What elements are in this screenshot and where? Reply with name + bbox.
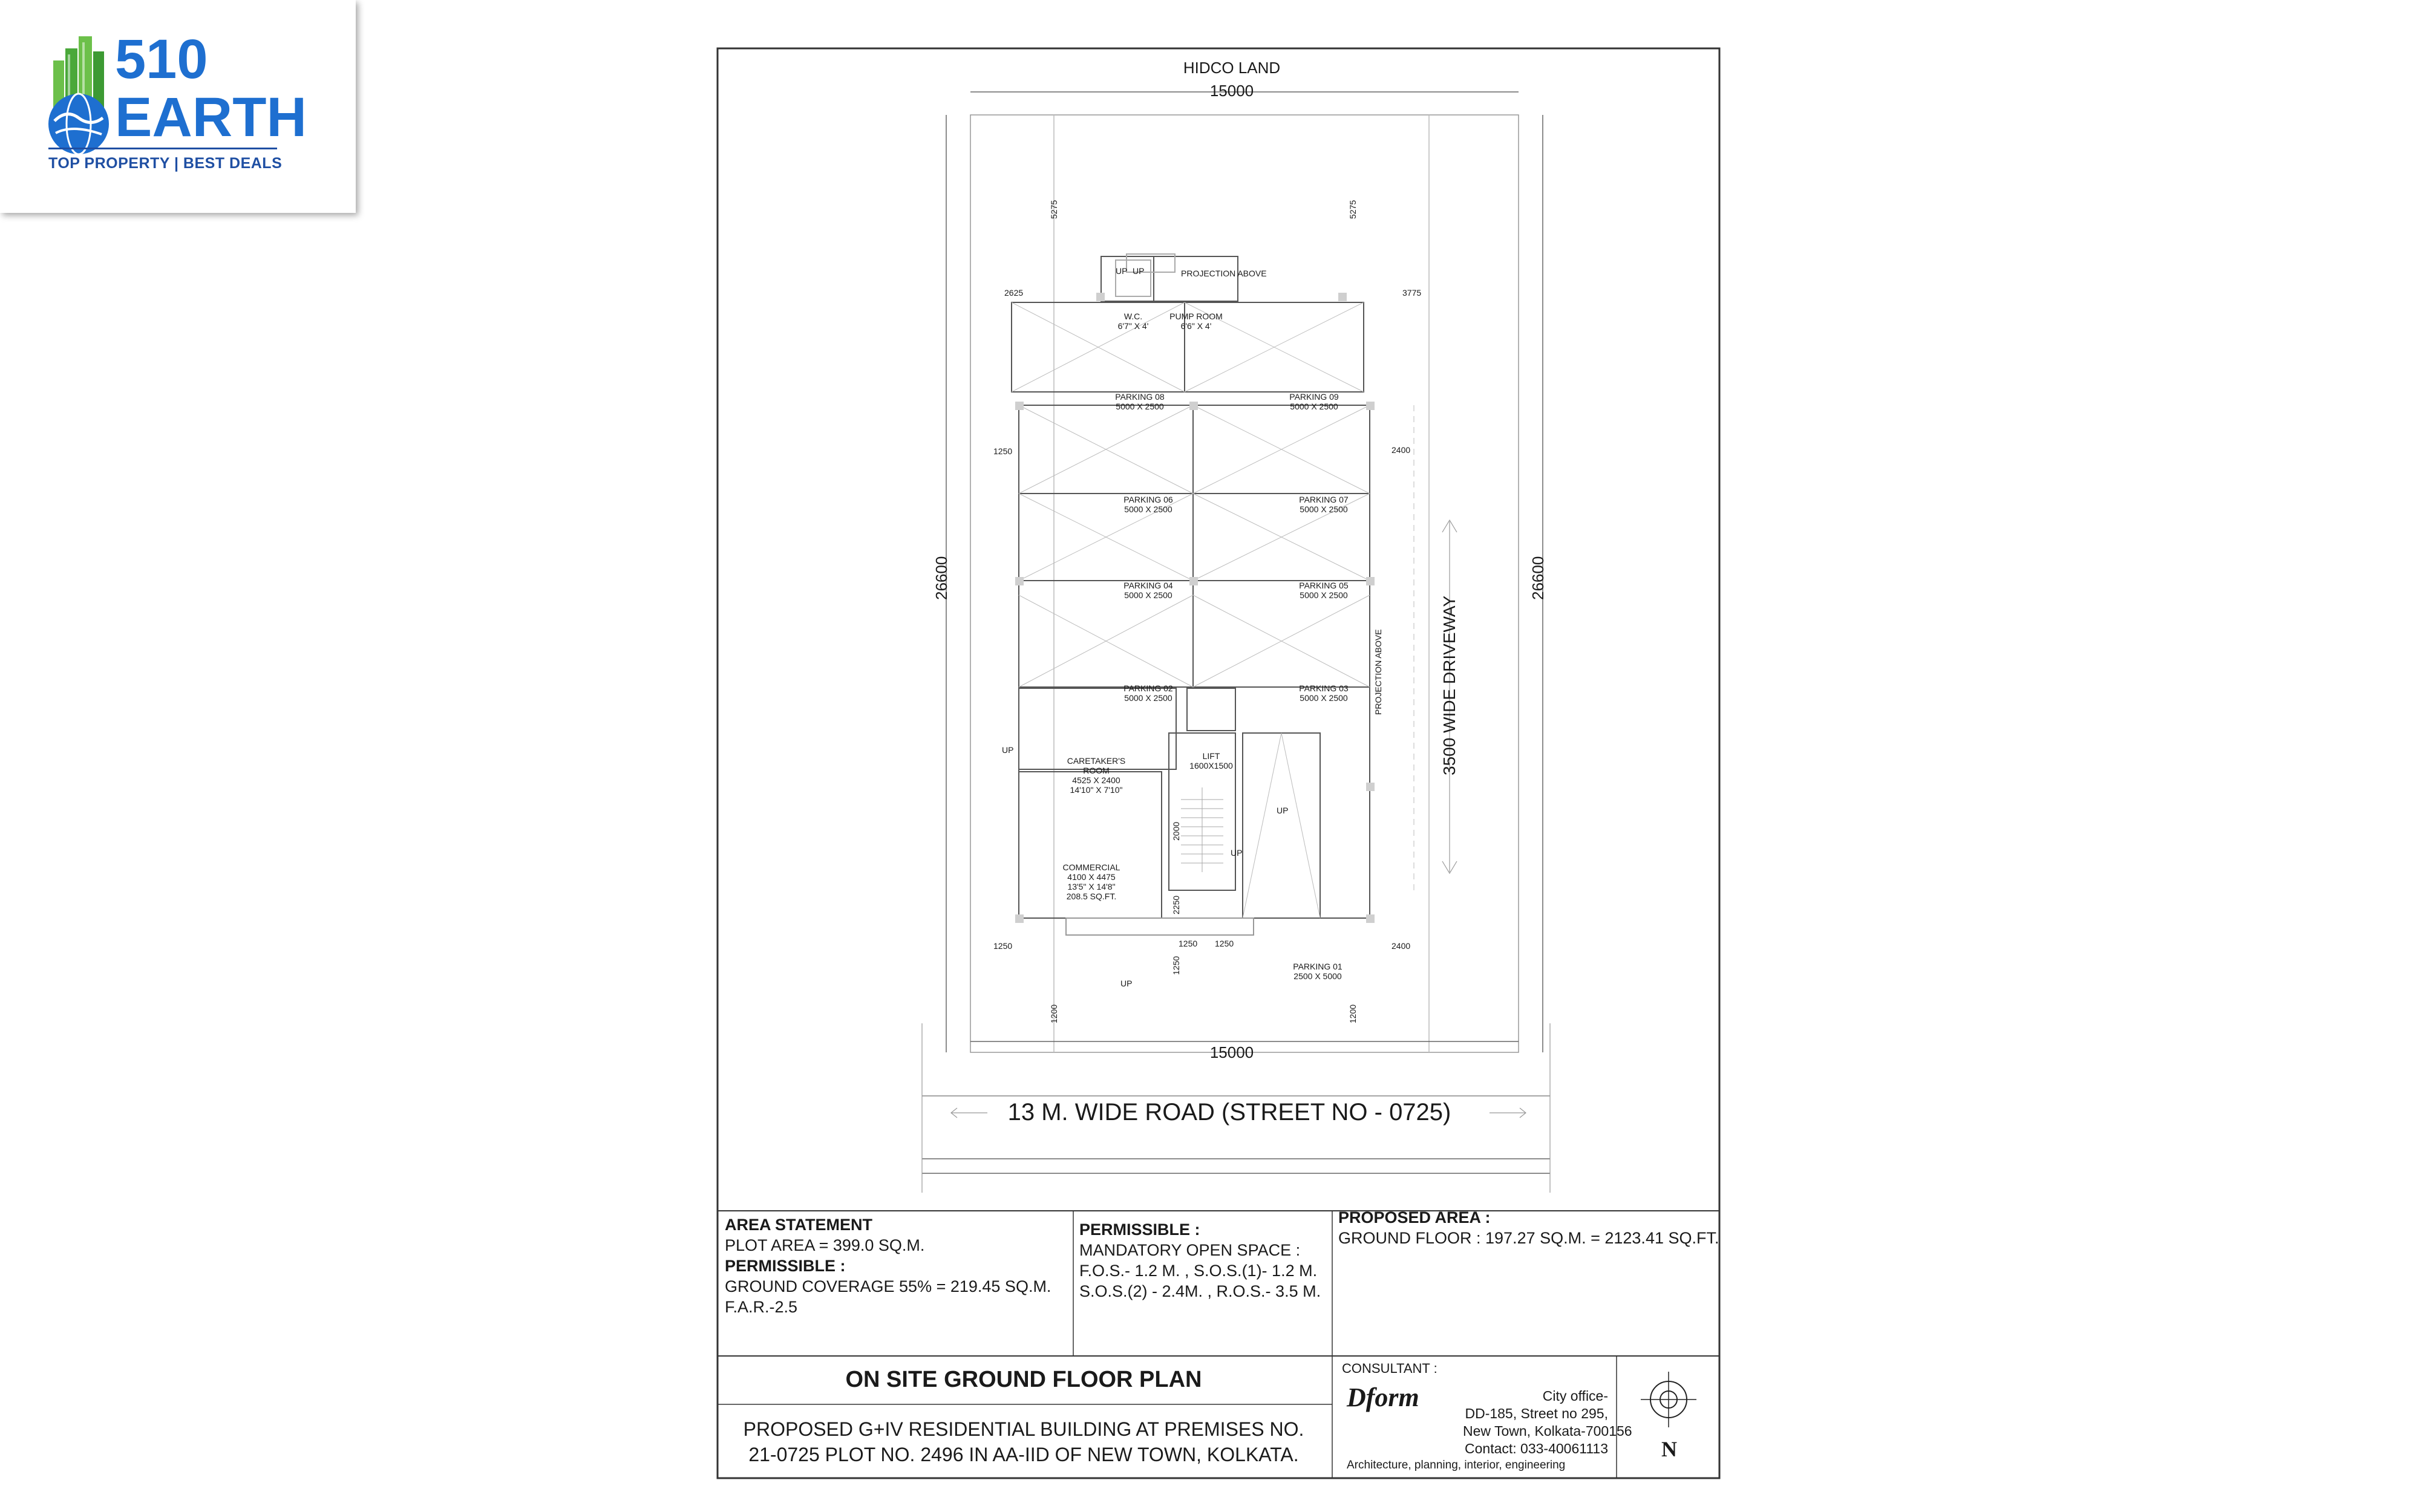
consultant-tagline: Architecture, planning, interior, engine…	[1347, 1459, 1566, 1471]
proposed-area-block: PROPOSED AREA : GROUND FLOOR : 197.27 SQ…	[1338, 1208, 1719, 1247]
floor-plan-drawing	[716, 47, 1721, 1479]
up-label: UP	[1116, 266, 1128, 276]
logo-divider	[48, 148, 277, 149]
dim-1200-a: 1200	[1049, 1004, 1059, 1023]
dim-setback-left-top: 5275	[1049, 200, 1059, 219]
consultant-label: CONSULTANT :	[1342, 1361, 1437, 1376]
brand-logo-card: 510 EARTH TOP PROPERTY | BEST DEALS	[0, 0, 356, 213]
consultant-logo: Dform	[1347, 1383, 1419, 1412]
logo-number: 510	[115, 28, 208, 90]
project-description: PROPOSED G+IV RESIDENTIAL BUILDING AT PR…	[743, 1418, 1304, 1465]
logo-tagline: TOP PROPERTY | BEST DEALS	[48, 155, 283, 172]
up-label: UP	[1120, 979, 1133, 988]
dim-left-height: 26600	[932, 556, 950, 600]
driveway-label: 3500 WIDE DRIVEWAY	[1440, 595, 1459, 775]
dim-right-height: 26600	[1529, 556, 1547, 600]
dim-1200-b: 1200	[1348, 1004, 1358, 1023]
office-address: City office- DD-185, Street no 295, New …	[1463, 1388, 1632, 1456]
up-label: UP	[1002, 745, 1014, 755]
dim-2400-b: 2400	[1392, 941, 1411, 951]
dim-side-right: 3775	[1402, 288, 1422, 298]
room-wc: W.C.6'7" X 4'	[1117, 311, 1149, 331]
dim-1250-a: 1250	[993, 446, 1013, 456]
dim-1250-b: 1250	[993, 941, 1013, 951]
up-label: UP	[1231, 848, 1243, 858]
drawing-sheet: HIDCO LAND 15000 15000 26600 26600 5275 …	[709, 44, 1725, 1483]
dim-stair-1250-c: 1250	[1171, 956, 1181, 975]
permissible-block: PERMISSIBLE : MANDATORY OPEN SPACE : F.O…	[1079, 1220, 1321, 1300]
plan-title: ON SITE GROUND FLOOR PLAN	[845, 1367, 1202, 1392]
area-statement: AREA STATEMENT PLOT AREA = 399.0 SQ.M. P…	[725, 1216, 1051, 1316]
dim-2000: 2000	[1171, 821, 1181, 841]
dim-2250: 2250	[1171, 895, 1181, 914]
dim-stair-1250-b: 1250	[1215, 939, 1234, 948]
dim-stair-1250-a: 1250	[1179, 939, 1198, 948]
projection-above-label: PROJECTION ABOVE	[1181, 269, 1267, 278]
road-label: 13 M. WIDE ROAD (STREET NO - 0725)	[1007, 1099, 1451, 1126]
logo-word: EARTH	[115, 86, 307, 148]
dim-2400-a: 2400	[1392, 445, 1411, 455]
up-label: UP	[1133, 266, 1145, 276]
dim-bottom: 15000	[1209, 1043, 1254, 1061]
dim-side-left: 2625	[1004, 288, 1024, 298]
projection-above-side-label: PROJECTION ABOVE	[1373, 629, 1383, 715]
dim-top: 15000	[1209, 82, 1254, 100]
north-arrow-label: N	[1661, 1437, 1677, 1461]
building-globe-icon	[48, 36, 109, 155]
dim-setback-right-top: 5275	[1348, 200, 1358, 219]
hidco-land-label: HIDCO LAND	[1183, 59, 1281, 77]
up-label: UP	[1277, 806, 1289, 815]
